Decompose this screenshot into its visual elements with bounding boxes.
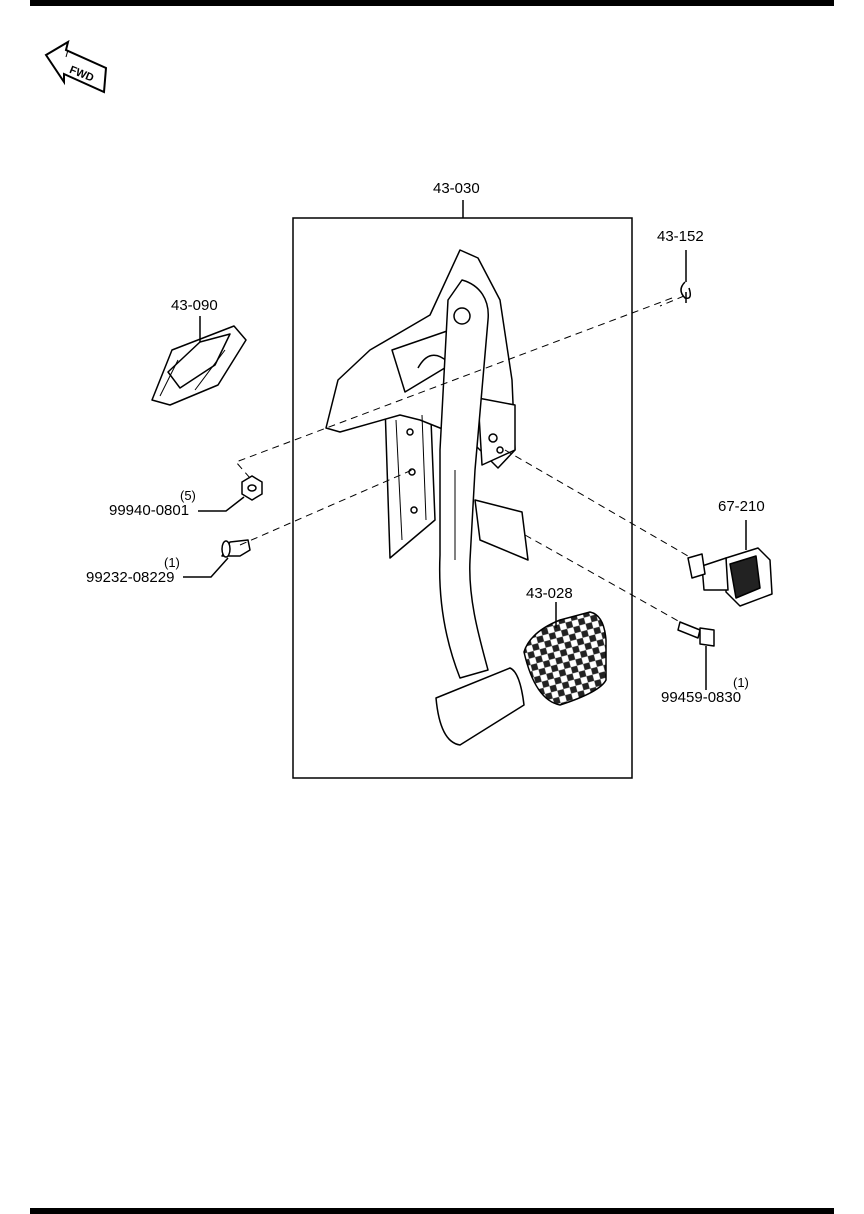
bracket-part-number: 43-090 xyxy=(171,297,218,314)
nut-leader xyxy=(198,496,245,512)
switch-part-drawing xyxy=(687,547,773,607)
nut-part-drawing xyxy=(241,475,263,501)
bolt-right-part-drawing xyxy=(677,621,715,647)
pedal-bracket-drawing xyxy=(325,249,529,561)
clip-part-number: 43-152 xyxy=(657,228,704,245)
bolt-right-quantity: (1) xyxy=(733,675,749,690)
bolt-right-part-number: 99459-0830 xyxy=(661,689,742,706)
top-rule xyxy=(30,0,834,6)
switch-part-number: 67-210 xyxy=(718,498,765,515)
fwd-arrow-icon: FWD xyxy=(44,39,108,94)
bottom-rule xyxy=(30,1208,834,1214)
bolt-left-quantity: (1) xyxy=(164,555,180,570)
pedal-rubber-pad-drawing xyxy=(523,611,607,706)
bolt-left-part-number: 99232-08229 xyxy=(86,569,175,586)
bolt-left-leader xyxy=(183,557,229,578)
bracket-part-drawing xyxy=(151,325,247,406)
pedal-arm-drawing xyxy=(438,279,489,679)
nut-part-number: 99940-0801 xyxy=(109,502,190,519)
assembly-part-number: 43-030 xyxy=(433,180,480,197)
nut-quantity: (5) xyxy=(180,488,196,503)
assembly-dashed-lines xyxy=(235,295,689,623)
pad-part-number: 43-028 xyxy=(526,585,573,602)
clip-part-drawing xyxy=(680,281,692,303)
pedal-pad-plain-drawing xyxy=(435,667,525,746)
